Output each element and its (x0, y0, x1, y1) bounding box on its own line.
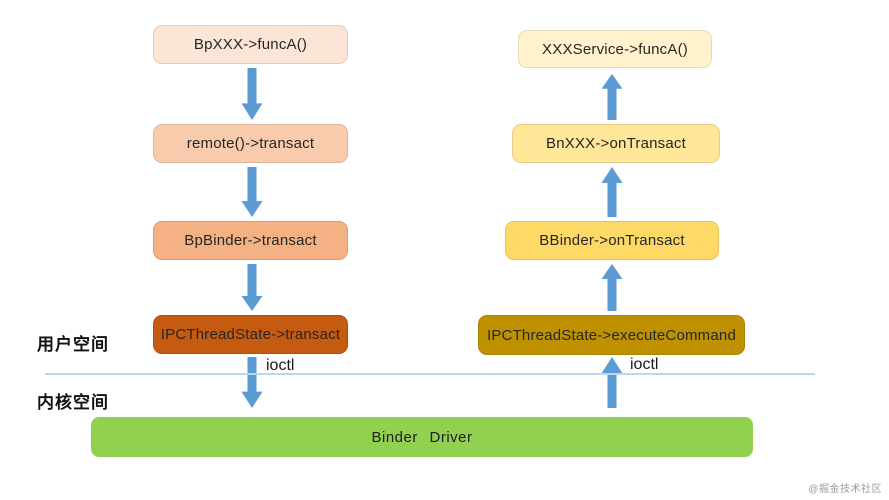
ioctl-label-left: ioctl (266, 357, 295, 374)
box-label: XXXService->funcA() (542, 40, 688, 58)
box-label: BpXXX->funcA() (193, 36, 308, 53)
box-xxxservice-funca: XXXService->funcA() (518, 30, 712, 68)
box-label: Binder Driver (371, 428, 473, 446)
arrow-up-icon (601, 357, 623, 408)
box-label: IPCThreadState->executeCommand (486, 326, 737, 344)
box-ipcthreadstate-executecommand: IPCThreadState->executeCommand (478, 315, 745, 355)
arrow-up-icon (601, 264, 623, 311)
box-label: BnXXX->onTransact (546, 135, 686, 152)
arrow-down-icon (241, 264, 263, 311)
box-label: remote()->transact (186, 135, 315, 152)
box-label: BBinder->onTransact (539, 232, 685, 249)
box-bpbinder-transact: BpBinder->transact (153, 221, 348, 260)
box-label: BpBinder->transact (184, 232, 317, 249)
arrow-up-icon (601, 74, 623, 120)
box-bnxxx-ontransact: BnXXX->onTransact (512, 124, 720, 163)
kernel-space-label: 内核空间 (37, 393, 109, 412)
watermark: @掘金技术社区 (808, 484, 882, 495)
user-kernel-divider (45, 373, 815, 375)
box-label: IPCThreadState->transact (160, 326, 341, 343)
box-bpxxx-funca: BpXXX->funcA() (153, 25, 348, 64)
box-bbinder-ontransact: BBinder->onTransact (505, 221, 719, 260)
ioctl-label-right: ioctl (630, 356, 659, 373)
arrow-down-icon (241, 357, 263, 408)
arrow-up-icon (601, 167, 623, 217)
box-remote-transact: remote()->transact (153, 124, 348, 163)
box-binder-driver: Binder Driver (91, 417, 753, 457)
box-ipcthreadstate-transact: IPCThreadState->transact (153, 315, 348, 354)
arrow-down-icon (241, 167, 263, 217)
arrow-down-icon (241, 68, 263, 120)
user-space-label: 用户空间 (37, 335, 109, 354)
